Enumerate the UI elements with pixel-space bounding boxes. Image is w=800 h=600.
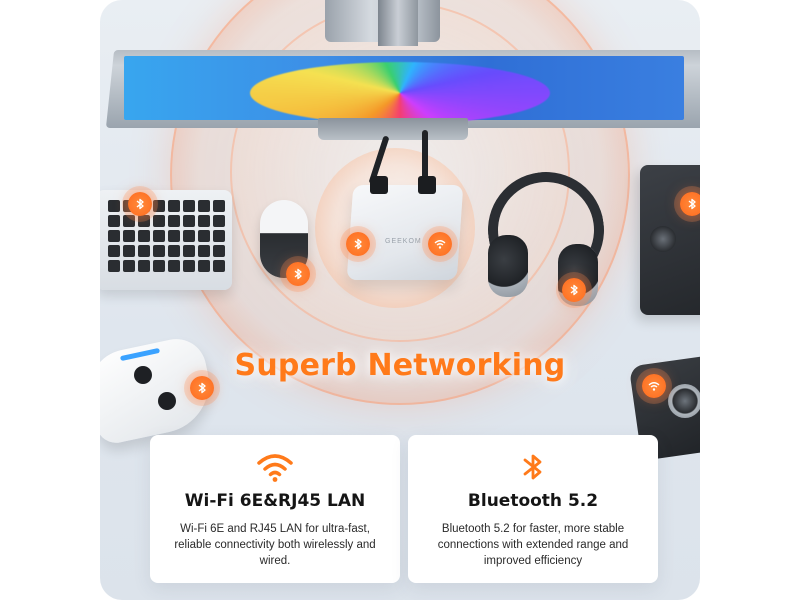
wifi-badge-icon bbox=[642, 374, 666, 398]
controller-stick bbox=[158, 392, 176, 410]
headphones-cup bbox=[488, 235, 528, 297]
feature-title: Wi-Fi 6E&RJ45 LAN bbox=[184, 491, 366, 511]
bluetooth-badge-icon bbox=[562, 278, 586, 302]
camera-lens bbox=[668, 384, 700, 418]
mini-pc bbox=[346, 185, 464, 280]
feature-title: Bluetooth 5.2 bbox=[467, 491, 599, 511]
feature-description: Bluetooth 5.2 for faster, more stable co… bbox=[437, 523, 629, 567]
monitor-hub bbox=[318, 118, 468, 140]
monitor-wallpaper bbox=[250, 62, 550, 124]
cable-plug bbox=[370, 176, 388, 194]
cable bbox=[422, 130, 428, 188]
mini-pc-logo: GEEKOM bbox=[385, 238, 422, 245]
wifi-badge-icon bbox=[428, 232, 452, 256]
bluetooth-badge-icon bbox=[346, 232, 370, 256]
bluetooth-badge-icon bbox=[680, 192, 700, 216]
bluetooth-badge-icon bbox=[190, 376, 214, 400]
cable-plug bbox=[418, 176, 436, 194]
feature-description: Wi-Fi 6E and RJ45 LAN for ultra-fast, re… bbox=[174, 523, 376, 567]
bluetooth-badge-icon bbox=[286, 262, 310, 286]
monitor-neck bbox=[378, 0, 418, 46]
product-banner: GEEKOM Supe bbox=[100, 0, 700, 600]
feature-card-wifi: Wi-Fi 6E&RJ45 LAN Wi-Fi 6E and RJ45 LAN … bbox=[150, 435, 400, 583]
keyboard bbox=[100, 190, 232, 290]
wifi-icon bbox=[257, 454, 293, 482]
bluetooth-badge-icon bbox=[128, 192, 152, 216]
bluetooth-icon bbox=[523, 454, 542, 480]
headline: Superb Networking bbox=[234, 348, 566, 383]
tablet-dial bbox=[650, 226, 676, 252]
controller-stick bbox=[134, 366, 152, 384]
feature-card-bluetooth: Bluetooth 5.2 Bluetooth 5.2 for faster, … bbox=[408, 435, 658, 583]
